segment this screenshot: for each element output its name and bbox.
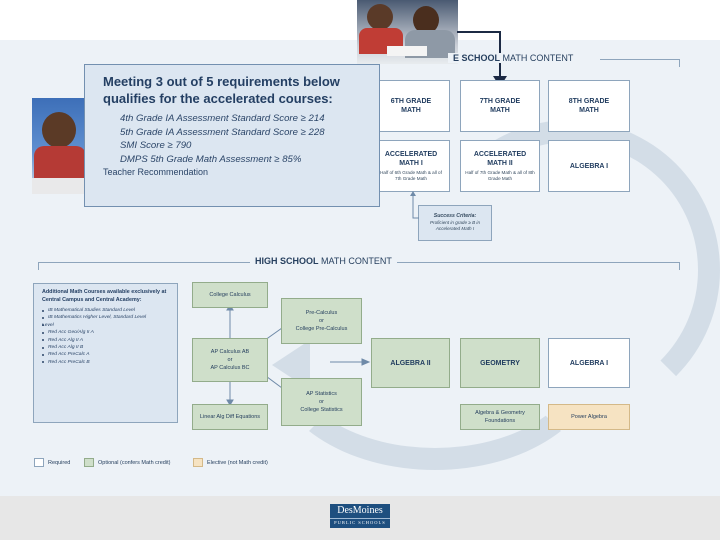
precalculus-or: or bbox=[319, 317, 324, 325]
accelerated-math2-title: ACCELERATED MATH II bbox=[470, 150, 530, 168]
middle-school-title-rest: MATH CONTENT bbox=[500, 53, 573, 63]
college-precalculus-label: College Pre-Calculus bbox=[296, 325, 348, 333]
ap-calculus-or: or bbox=[228, 356, 233, 364]
additional-course-item: Level bbox=[42, 322, 171, 329]
students-photo-top bbox=[357, 0, 458, 64]
additional-courses-heading: Additional Math Courses available exclus… bbox=[42, 289, 171, 304]
accelerated-math2-sub: Half of 7th Grade Math & all of 8th Grad… bbox=[465, 170, 535, 183]
additional-course-item: Red Acc Geo/Alg II A bbox=[42, 329, 171, 336]
legend-optional-swatch bbox=[84, 458, 94, 467]
additional-course-item: Red Acc Alg II B bbox=[42, 344, 171, 351]
ap-statistics-box: AP Statistics or College Statistics bbox=[281, 378, 362, 426]
high-school-rule-left-end bbox=[38, 262, 39, 270]
precalculus-label: Pre-Calculus bbox=[306, 309, 337, 317]
accelerated-math1-sub: Half of 6th Grade Math & all of 7th Grad… bbox=[377, 170, 445, 183]
high-school-title-rest: MATH CONTENT bbox=[319, 256, 392, 266]
algebra1-middle-label: ALGEBRA I bbox=[570, 162, 608, 171]
grade8-math-label: 8TH GRADE MATH bbox=[564, 97, 614, 115]
additional-courses-list: IB Mathematical Studies Standard Level I… bbox=[42, 307, 171, 366]
alg-geo-foundations-box: Algebra & Geometry Foundations bbox=[460, 404, 540, 430]
legend-required-swatch bbox=[34, 458, 44, 467]
college-statistics-label: College Statistics bbox=[300, 406, 342, 414]
requirement-item: SMI Score ≥ 790 bbox=[103, 139, 367, 153]
grade7-math-label: 7TH GRADE MATH bbox=[475, 97, 525, 115]
grade6-math-box: 6TH GRADE MATH bbox=[372, 80, 450, 132]
geometry-label: GEOMETRY bbox=[480, 359, 520, 368]
requirement-item: 5th Grade IA Assessment Standard Score ≥… bbox=[103, 126, 367, 140]
geometry-box: GEOMETRY bbox=[460, 338, 540, 388]
additional-courses-panel: Additional Math Courses available exclus… bbox=[33, 283, 178, 423]
middle-school-rule bbox=[600, 59, 680, 60]
middle-school-rule-end bbox=[679, 59, 680, 67]
high-school-title: HIGH SCHOOL MATH CONTENT bbox=[250, 256, 397, 266]
success-criteria-box: Success Criteria: Proficient in grade ≥ … bbox=[418, 205, 492, 241]
additional-course-item: IB Mathematical Studies Standard Level bbox=[42, 307, 171, 314]
grade7-math-box: 7TH GRADE MATH bbox=[460, 80, 540, 132]
grade6-math-label: 6TH GRADE MATH bbox=[386, 97, 436, 115]
precalculus-box: Pre-Calculus or College Pre-Calculus bbox=[281, 298, 362, 344]
success-criteria-body: Proficient in grade ≥ B in Accelerated M… bbox=[423, 220, 487, 233]
ap-calculus-bc-label: AP Calculus BC bbox=[210, 364, 249, 372]
requirements-panel: Meeting 3 out of 5 requirements below qu… bbox=[84, 64, 380, 207]
linear-algebra-box: Linear Alg Diff Equations bbox=[192, 404, 268, 430]
additional-course-item: Red Acc PreCalc B bbox=[42, 359, 171, 366]
ap-statistics-label: AP Statistics bbox=[306, 390, 337, 398]
district-logo-name: DesMoines bbox=[330, 504, 390, 518]
college-calculus-label: College Calculus bbox=[209, 291, 250, 299]
ap-calculus-box: AP Calculus AB or AP Calculus BC bbox=[192, 338, 268, 382]
requirement-item: 4th Grade IA Assessment Standard Score ≥… bbox=[103, 112, 367, 126]
additional-course-item: Red Acc PreCalc A bbox=[42, 351, 171, 358]
college-calculus-box: College Calculus bbox=[192, 282, 268, 308]
additional-course-item: Red Acc Alg II A bbox=[42, 337, 171, 344]
middle-school-title-bold: E SCHOOL bbox=[453, 53, 500, 63]
additional-course-item: IB Mathematics Higher Level, Standard Le… bbox=[42, 314, 171, 321]
success-connector bbox=[405, 190, 425, 226]
high-school-title-bold: HIGH SCHOOL bbox=[255, 256, 319, 266]
grade8-math-box: 8TH GRADE MATH bbox=[548, 80, 630, 132]
accelerated-math2-box: ACCELERATED MATH II Half of 7th Grade Ma… bbox=[460, 140, 540, 192]
requirement-item: DMPS 5th Grade Math Assessment ≥ 85% bbox=[103, 153, 367, 167]
requirement-item: Teacher Recommendation bbox=[103, 166, 367, 180]
linear-algebra-label: Linear Alg Diff Equations bbox=[200, 413, 260, 421]
algebra1-middle-box: ALGEBRA I bbox=[548, 140, 630, 192]
middle-school-title: E SCHOOL MATH CONTENT bbox=[448, 53, 578, 63]
district-logo-tag: PUBLIC SCHOOLS bbox=[330, 518, 390, 527]
district-logo: DesMoines PUBLIC SCHOOLS bbox=[330, 504, 390, 528]
legend-required-label: Required bbox=[48, 459, 70, 467]
accelerated-math1-title: ACCELERATED MATH I bbox=[381, 150, 441, 168]
legend-elective-swatch bbox=[193, 458, 203, 467]
high-school-rule-right-end bbox=[679, 262, 680, 270]
requirements-list: 4th Grade IA Assessment Standard Score ≥… bbox=[103, 112, 367, 180]
accelerated-math1-box: ACCELERATED MATH I Half of 6th Grade Mat… bbox=[372, 140, 450, 192]
algebra2-box: ALGEBRA II bbox=[371, 338, 450, 388]
power-algebra-box: Power Algebra bbox=[548, 404, 630, 430]
legend-elective-label: Elective (not Math credit) bbox=[207, 459, 268, 467]
algebra1-high-box: ALGEBRA I bbox=[548, 338, 630, 388]
algebra1-high-label: ALGEBRA I bbox=[570, 359, 608, 368]
legend-optional-label: Optional (confers Math credit) bbox=[98, 459, 170, 467]
ap-statistics-or: or bbox=[319, 398, 324, 406]
power-algebra-label: Power Algebra bbox=[571, 413, 607, 421]
requirements-heading: Meeting 3 out of 5 requirements below qu… bbox=[103, 73, 367, 107]
alg-geo-foundations-label: Algebra & Geometry Foundations bbox=[470, 409, 530, 425]
algebra2-label: ALGEBRA II bbox=[390, 359, 430, 368]
ap-calculus-ab-label: AP Calculus AB bbox=[211, 348, 249, 356]
student-photo-left bbox=[32, 98, 86, 194]
